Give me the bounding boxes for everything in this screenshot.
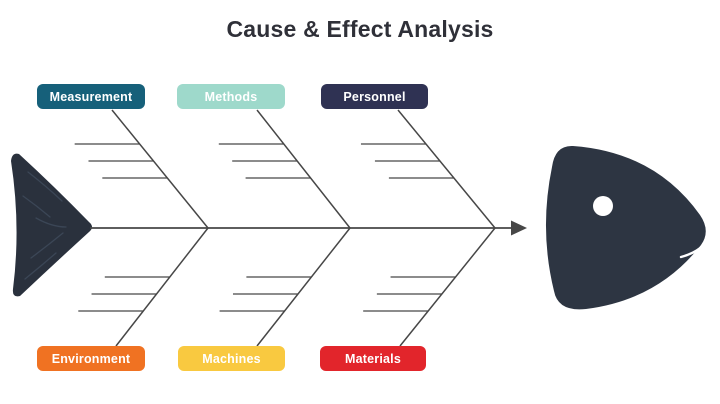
cause-label-machines: Machines — [178, 346, 285, 371]
fish-mouth-icon — [679, 234, 712, 259]
top-branch-line — [111, 109, 209, 229]
cause-label-text: Machines — [202, 351, 261, 366]
cause-label-materials: Materials — [320, 346, 426, 371]
tail-texture-line — [35, 217, 67, 228]
tail-texture-line — [22, 195, 51, 218]
bottom-branch-line — [399, 227, 496, 347]
tail-texture-line — [24, 252, 57, 280]
spine-arrowhead-icon — [511, 220, 527, 236]
cause-label-text: Materials — [345, 351, 401, 366]
cause-label-environment: Environment — [37, 346, 145, 371]
page-title: Cause & Effect Analysis — [226, 16, 494, 42]
cause-label-text: Environment — [51, 351, 131, 366]
top-branch-line — [256, 109, 351, 229]
cause-label-text: Personnel — [343, 89, 406, 104]
bottom-branch-line — [115, 227, 209, 347]
cause-label-text: Methods — [204, 89, 258, 104]
tail-texture-line — [27, 171, 63, 202]
cause-label-methods: Methods — [177, 84, 285, 109]
tail-texture-line — [30, 232, 64, 259]
bottom-branch-line — [256, 227, 351, 347]
cause-label-measurement: Measurement — [37, 84, 145, 109]
fish-head-icon — [545, 145, 706, 310]
fish-eye-icon — [593, 196, 613, 216]
cause-label-personnel: Personnel — [321, 84, 428, 109]
top-branch-line — [397, 109, 496, 229]
cause-label-text: Measurement — [49, 89, 133, 104]
